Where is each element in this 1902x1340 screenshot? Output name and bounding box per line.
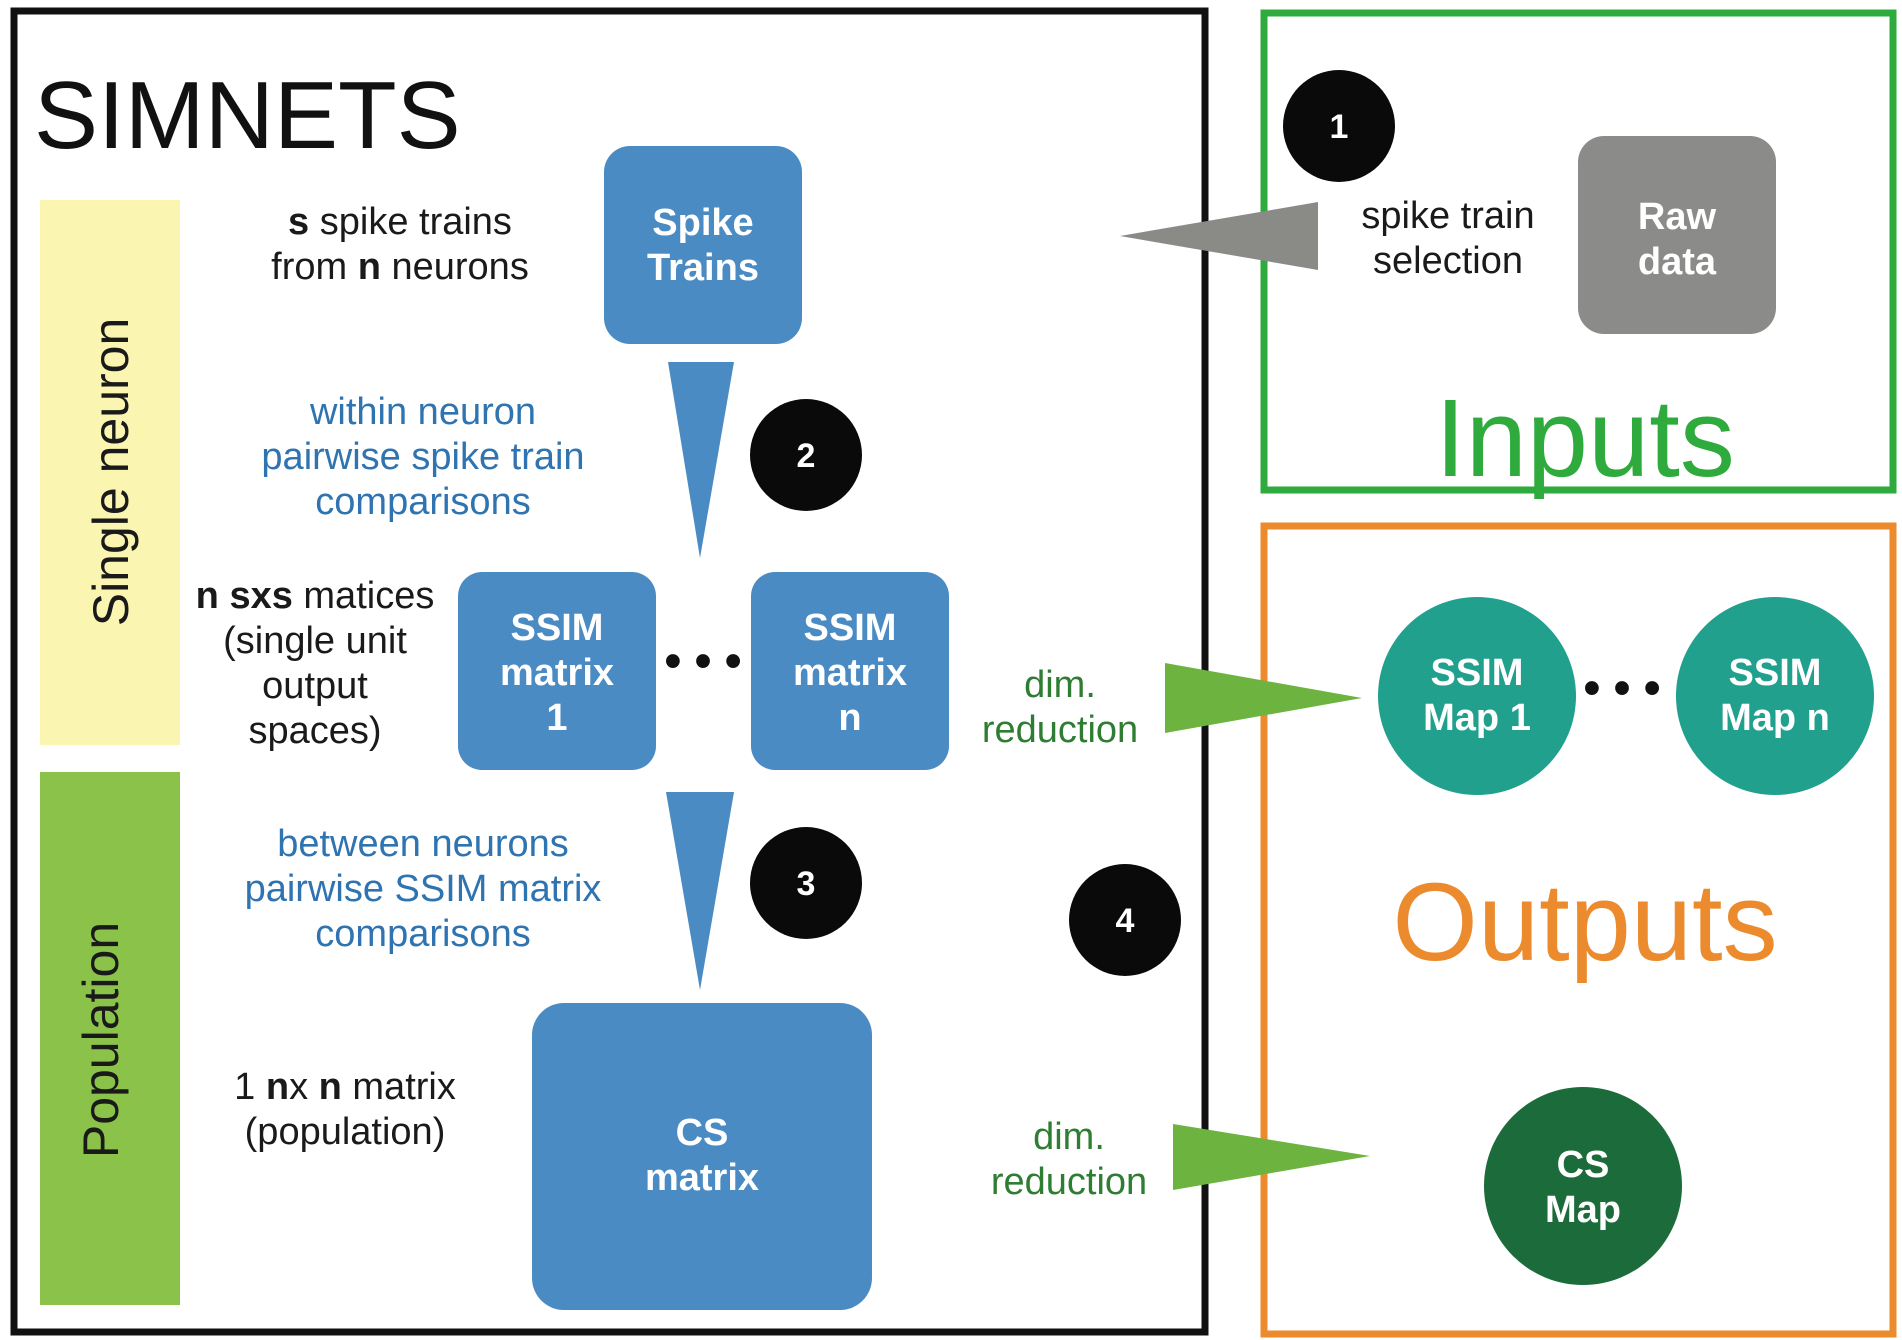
dim-reduction-arrow-bottom: [1173, 1124, 1370, 1190]
cs-map-circle: [1484, 1087, 1682, 1285]
step-4-number: 4: [1116, 902, 1135, 940]
ssim-matrices-description-line4: spaces): [248, 710, 381, 752]
selection-arrow: [1120, 202, 1318, 270]
ssim-map-n-circle: [1676, 597, 1874, 795]
step-3-number: 3: [797, 865, 816, 903]
ssim-matrix-1-box: [458, 572, 656, 770]
step-1-number: 1: [1330, 108, 1349, 146]
step-4-badge: [1069, 864, 1181, 976]
cs-matrix-label-line1: CS: [676, 1112, 729, 1154]
selection-label-line2: selection: [1373, 240, 1523, 282]
spike-trains-box-label: Spike: [652, 202, 753, 244]
simnets-title: SIMNETS: [34, 62, 461, 169]
between-neurons-arrow: [666, 792, 734, 990]
single-neuron-label: Single neuron: [83, 318, 139, 627]
selection-label-line1: spike train: [1361, 195, 1534, 237]
ssim-matrix-1-label-line2: matrix: [500, 652, 614, 694]
ssim-map-n-label-line2: Map n: [1720, 697, 1830, 739]
cs-matrix-box: [532, 1003, 872, 1310]
raw-data-box: [1578, 136, 1776, 334]
cs-map-label-line2: Map: [1545, 1189, 1621, 1231]
ssim-map-n-label-line1: SSIM: [1729, 652, 1822, 694]
step-1-badge: [1283, 70, 1395, 182]
dim-reduction-arrow-top: [1165, 663, 1362, 733]
inputs-title: Inputs: [1435, 377, 1735, 500]
spike-trains-box-label-2: Trains: [647, 247, 759, 289]
cs-matrix-description-line2: (population): [245, 1111, 446, 1153]
spike-trains-box: [604, 146, 802, 344]
step-2-badge: [750, 399, 862, 511]
spike-trains-description-line2: from n neurons: [271, 246, 529, 288]
raw-data-label-line1: Raw: [1638, 196, 1717, 238]
within-comparisons-line3: comparisons: [315, 481, 530, 523]
within-neuron-arrow: [668, 362, 734, 558]
dim-reduction-top-line1: dim.: [1024, 664, 1096, 706]
ssim-map-1-circle: [1378, 597, 1576, 795]
within-comparisons-line1: within neuron: [309, 391, 536, 433]
between-comparisons-line3: comparisons: [315, 913, 530, 955]
ssim-matrix-n-box: [751, 572, 949, 770]
ssim-matrix-1-label-line3: 1: [546, 697, 567, 739]
ssim-matrices-description-line1: n sxs matices: [196, 575, 435, 617]
dim-reduction-bottom-line1: dim.: [1033, 1116, 1105, 1158]
cs-matrix-label-line2: matrix: [645, 1157, 759, 1199]
outputs-title: Outputs: [1392, 861, 1777, 984]
step-2-number: 2: [797, 437, 816, 475]
cs-map-label-line1: CS: [1557, 1144, 1610, 1186]
ssim-matrices-description-line2: (single unit: [223, 620, 407, 662]
ssim-matrices-description-line3: output: [262, 665, 368, 707]
population-label: Population: [73, 922, 129, 1158]
dim-reduction-bottom-line2: reduction: [991, 1161, 1147, 1203]
between-comparisons-line1: between neurons: [277, 823, 569, 865]
matrices-ellipsis: • • •: [664, 635, 741, 688]
ssim-matrix-n-label-line1: SSIM: [804, 607, 897, 649]
population-band: [40, 772, 180, 1305]
ssim-matrix-n-label-line3: n: [838, 697, 861, 739]
ssim-map-1-label-line2: Map 1: [1423, 697, 1531, 739]
within-comparisons-line2: pairwise spike train: [261, 436, 584, 478]
maps-ellipsis: • • •: [1583, 662, 1660, 715]
raw-data-label-line2: data: [1638, 241, 1717, 283]
dim-reduction-top-line2: reduction: [982, 709, 1138, 751]
ssim-matrix-n-label-line2: matrix: [793, 652, 907, 694]
step-3-badge: [750, 827, 862, 939]
ssim-matrix-1-label-line1: SSIM: [511, 607, 604, 649]
ssim-map-1-label-line1: SSIM: [1431, 652, 1524, 694]
between-comparisons-line2: pairwise SSIM matrix: [245, 868, 602, 910]
cs-matrix-description-line1: 1 nx n matrix: [234, 1066, 456, 1108]
spike-trains-description: s spike trains: [288, 201, 512, 243]
single-neuron-band: [40, 200, 180, 745]
